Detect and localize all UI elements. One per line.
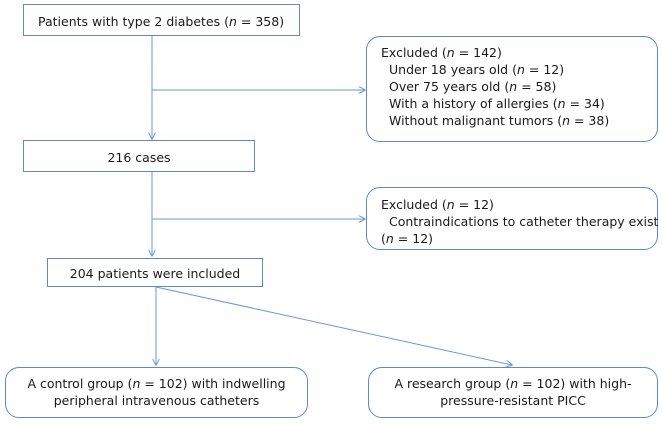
research-group-box: A research group (n = 102) with high- pr… [368, 367, 658, 418]
control-group-box: A control group (n = 102) with indwellin… [5, 367, 308, 418]
excluded-1-item: Over 75 years old (n = 58) [389, 79, 557, 94]
patients-label: Patients with type 2 diabetes (n = 358) [38, 14, 285, 29]
excluded-box-2: Excluded (n = 12) Contraindications to c… [366, 187, 658, 250]
excluded-1-item: Without malignant tumors (n = 38) [389, 113, 610, 128]
research-group-line-1: A research group (n = 102) with high- [394, 376, 632, 391]
excluded-2-item: Contraindications to catheter therapy ex… [389, 214, 659, 229]
cases-box: 216 cases [23, 140, 255, 172]
cases-label: 216 cases [107, 150, 171, 165]
arrow-included-to-research [155, 286, 512, 365]
excluded-1-title: Excluded (n = 142) [381, 45, 502, 60]
excluded-1-item: With a history of allergies (n = 34) [389, 96, 605, 111]
excluded-2-item-count: (n = 12) [381, 231, 434, 246]
research-group-line-2: pressure-resistant PICC [440, 393, 586, 408]
excluded-1-item: Under 18 years old (n = 12) [389, 62, 565, 77]
control-group-line-2: peripheral intravenous catheters [53, 393, 260, 408]
included-box: 204 patients were included [47, 258, 263, 287]
excluded-2-title: Excluded (n = 12) [381, 197, 494, 212]
excluded-box-1: Excluded (n = 142) Under 18 years old (n… [366, 36, 658, 142]
patients-box: Patients with type 2 diabetes (n = 358) [23, 4, 300, 36]
control-group-line-1: A control group (n = 102) with indwellin… [27, 376, 286, 391]
included-label: 204 patients were included [69, 266, 241, 281]
